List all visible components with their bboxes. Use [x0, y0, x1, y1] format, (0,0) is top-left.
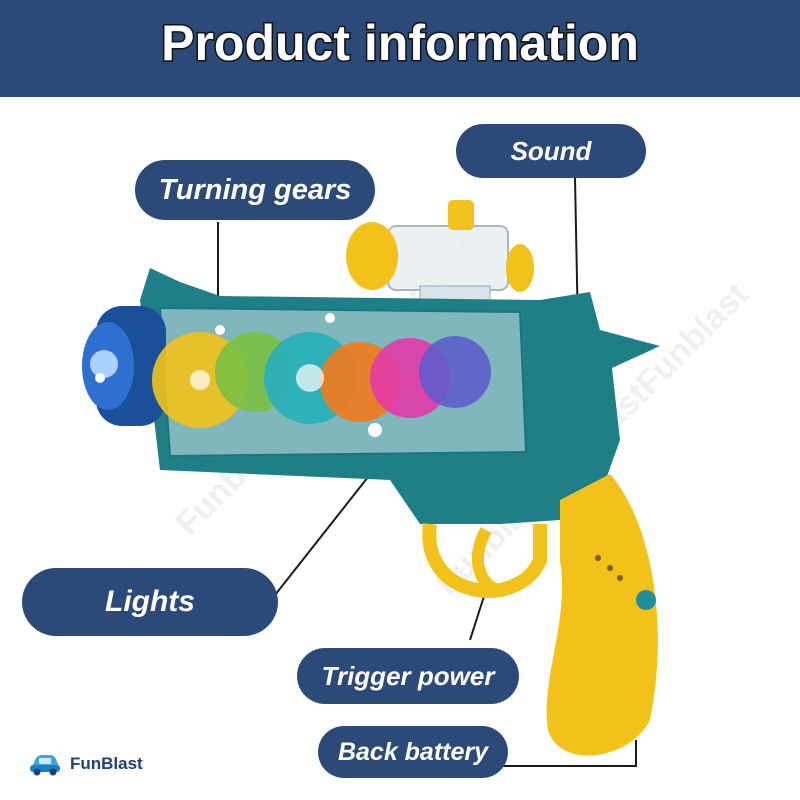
label-turning-gears: Turning gears [135, 160, 375, 220]
sparkle-lights [95, 313, 382, 437]
label-trigger-power: Trigger power [297, 648, 519, 704]
label-lights: Lights [22, 568, 278, 636]
gears-icon [152, 332, 491, 428]
trigger-icon [422, 523, 547, 598]
label-back-battery: Back battery [318, 726, 508, 778]
brand-name: FunBlast [70, 754, 143, 773]
label-sound: Sound [456, 124, 646, 178]
brand-logo: FunBlast [28, 744, 143, 784]
car-logo-icon [30, 755, 60, 776]
page-title: Product information [160, 14, 641, 73]
header-banner: Product information [0, 0, 800, 97]
grip-icon [546, 474, 658, 756]
